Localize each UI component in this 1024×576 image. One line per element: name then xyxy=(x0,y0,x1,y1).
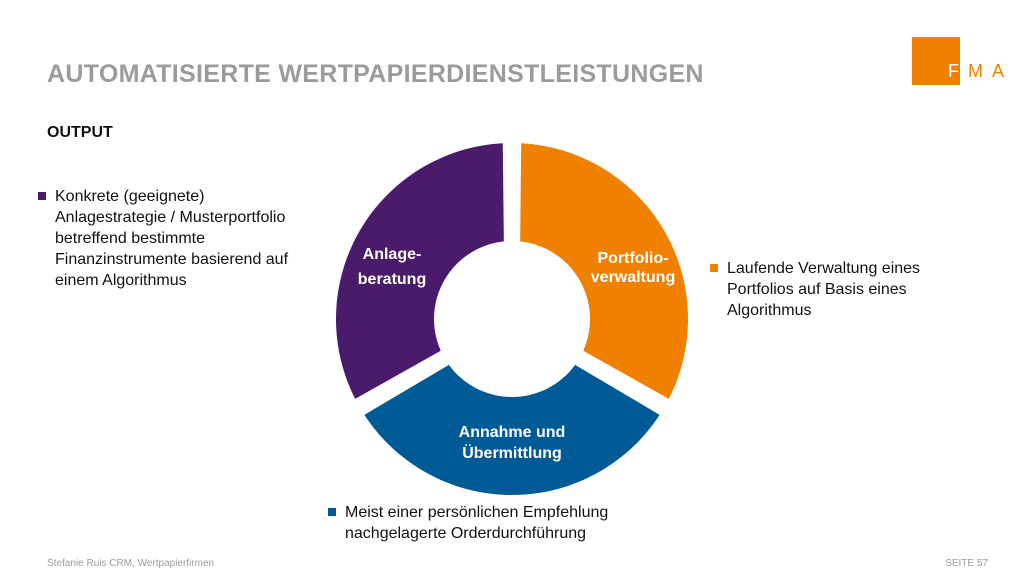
bullet-square-icon xyxy=(328,508,336,516)
footer-page-number: SEITE 57 xyxy=(945,558,988,569)
segment-label-anlageberatung-2: beratung xyxy=(358,271,426,288)
bullet-text: Meist einer persönlichen Empfehlung nach… xyxy=(345,504,609,542)
bullet-square-icon xyxy=(710,264,718,272)
segment-label-annahme-1: Annahme und xyxy=(459,424,566,441)
section-subtitle: OUTPUT xyxy=(47,124,113,141)
bullet-square-icon xyxy=(38,192,46,200)
footer-author: Stefanie Ruis CRM, Wertpapierfirmen xyxy=(47,558,215,569)
bullet-annahme-uebermittlung: Meist einer persönlichen Empfehlung nach… xyxy=(328,502,668,547)
segment-annahme-uebermittlung xyxy=(364,364,660,495)
logo-letter-f: F xyxy=(948,61,968,81)
segment-label-anlageberatung-1: Anlage- xyxy=(363,246,422,263)
logo-text: FMA xyxy=(948,61,1013,81)
segment-label-portfolioverwaltung-2: verwaltung xyxy=(591,269,675,286)
segment-label-portfolioverwaltung-1: Portfolio- xyxy=(597,250,668,267)
segment-portfolioverwaltung xyxy=(520,143,688,399)
logo-letters-ma: MA xyxy=(968,61,1013,81)
segment-label-annahme-2: Übermittlung xyxy=(462,443,562,462)
bullet-text: Laufende Verwaltung eines Portfolios auf… xyxy=(727,260,921,319)
segment-anlageberatung xyxy=(336,143,504,399)
logo-square xyxy=(912,37,960,85)
bullet-portfolioverwaltung: Laufende Verwaltung eines Portfolios auf… xyxy=(710,258,970,328)
bullet-text: Konkrete (geeignete) Anlagestrategie / M… xyxy=(55,188,289,289)
page-title: AUTOMATISIERTE WERTPAPIERDIENSTLEISTUNGE… xyxy=(47,60,704,88)
bullet-anlageberatung: Konkrete (geeignete) Anlagestrategie / M… xyxy=(38,186,328,296)
fma-logo: FMA xyxy=(912,37,1004,85)
